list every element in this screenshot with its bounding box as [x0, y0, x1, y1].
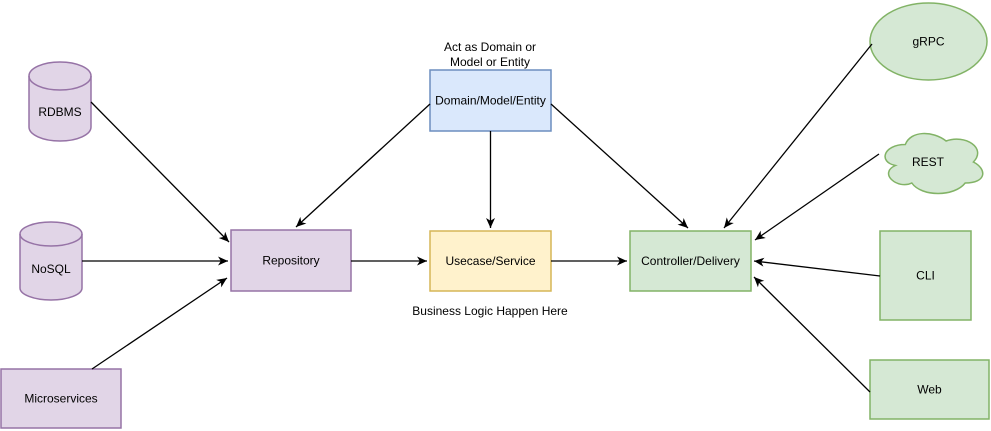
edge-rest-controller: [754, 153, 880, 241]
node-web: Web: [869, 359, 990, 420]
database-cylinder-icon: [19, 221, 83, 301]
cloud-icon: [884, 132, 984, 195]
node-label-cli: CLI: [916, 269, 935, 283]
node-cli: CLI: [879, 230, 972, 321]
database-cylinder-icon: [28, 61, 92, 142]
node-box: [879, 230, 972, 321]
node-label-rest: REST: [912, 155, 945, 169]
node-box: [869, 359, 990, 420]
node-box: [0, 368, 122, 429]
node-label-grpc: gRPC: [912, 35, 944, 49]
domain-note-line2: Model or Entity: [450, 55, 530, 69]
node-label-microservices: Microservices: [24, 392, 97, 406]
edge-web-controller: [753, 276, 871, 393]
node-label-domain: Domain/Model/Entity: [435, 94, 546, 108]
node-box: [429, 230, 552, 292]
edge-domain-repository: [295, 103, 431, 228]
node-label-rdbms: RDBMS: [38, 105, 81, 119]
node-box: [429, 69, 552, 132]
domain-note-line1: Act as Domain or: [444, 40, 536, 54]
node-domain: Domain/Model/Entity: [429, 69, 552, 132]
edge-grpc-controller: [723, 43, 873, 229]
edge-microservices-repository: [91, 277, 228, 370]
node-rdbms: RDBMS: [28, 61, 92, 142]
node-label-controller: Controller/Delivery: [641, 254, 740, 268]
node-grpc: gRPC: [869, 2, 988, 81]
node-rest: REST: [884, 132, 984, 195]
node-controller: Controller/Delivery: [629, 230, 752, 292]
node-box: [629, 230, 752, 292]
edge-domain-controller: [550, 103, 689, 229]
node-usecase: Usecase/Service: [429, 230, 552, 292]
edge-rdbms-repository: [90, 101, 230, 243]
node-box: [230, 229, 352, 292]
cylinder-rim: [19, 233, 83, 247]
usecase-note: Business Logic Happen Here: [412, 304, 568, 318]
node-label-usecase: Usecase/Service: [445, 254, 535, 268]
node-label-web: Web: [917, 383, 942, 397]
ellipse-shape: [869, 2, 988, 81]
cylinder-rim: [28, 75, 92, 91]
node-label-repository: Repository: [262, 254, 319, 268]
node-microservices: Microservices: [0, 368, 122, 429]
node-nosql: NoSQL: [19, 221, 83, 301]
node-repository: Repository: [230, 229, 352, 292]
node-label-nosql: NoSQL: [31, 262, 71, 276]
edge-cli-controller: [753, 257, 881, 277]
